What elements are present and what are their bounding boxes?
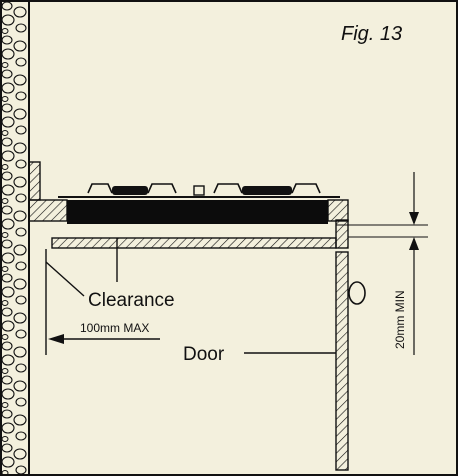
pan-supports [87, 183, 321, 196]
wall-upstand [28, 161, 41, 201]
hob-body [67, 200, 328, 224]
worktop-edge [335, 219, 349, 249]
max-distance-label: 100mm MAX [80, 321, 149, 335]
door-label: Door [183, 344, 225, 365]
figure-label: Fig. 13 [341, 23, 402, 45]
door-panel [335, 251, 349, 471]
clearance-label: Clearance [88, 290, 175, 311]
min-gap-dimension [336, 172, 428, 355]
worktop-left [28, 199, 68, 222]
min-gap-label: 20mm MIN [393, 290, 407, 349]
shelf-board [51, 237, 337, 249]
max-distance-arrowhead [48, 334, 64, 344]
door-knob [348, 281, 366, 305]
wall-stonework [2, 2, 28, 474]
clearance-leader-2 [45, 261, 85, 297]
worktop-right [327, 199, 349, 222]
